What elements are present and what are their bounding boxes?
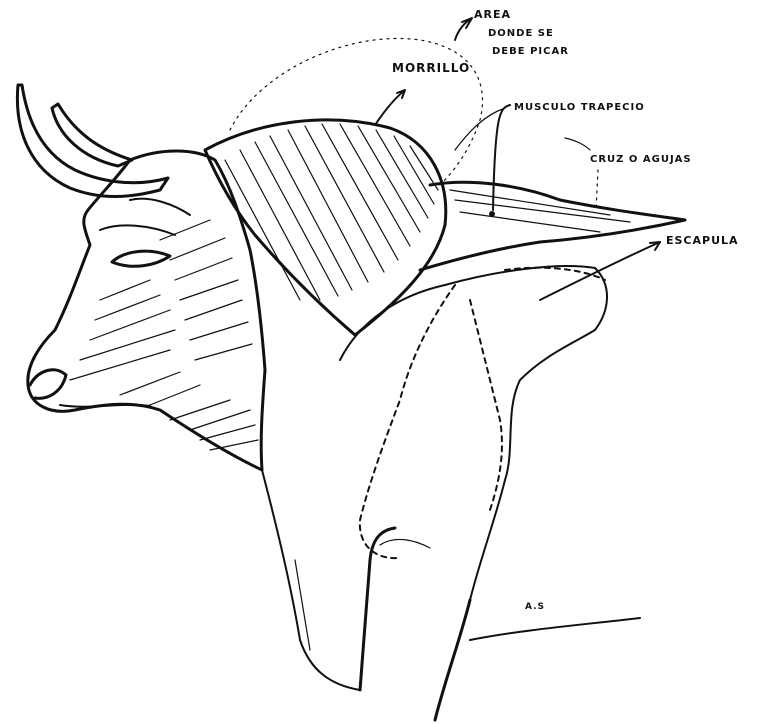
- label-escapula: ESCAPULA: [666, 234, 739, 247]
- label-musculo-trapecio: MUSCULO TRAPECIO: [514, 102, 645, 113]
- escapula-arrow: [540, 242, 660, 300]
- label-debe-picar: DEBE PICAR: [492, 46, 569, 57]
- label-cruz-o-agujas: CRUZ O AGUJAS: [590, 154, 692, 165]
- horns: [17, 85, 168, 197]
- morrillo-arrow: [375, 90, 405, 125]
- bull-muzzle: [30, 370, 66, 399]
- right-horn: [52, 104, 132, 166]
- trapecio-leader: [493, 105, 510, 210]
- morrillo-muscle: [205, 120, 446, 335]
- trapecio-muscle: [420, 182, 685, 270]
- cruz-leader: [596, 170, 598, 210]
- bull-eye: [112, 251, 170, 266]
- label-donde-se: DONDE SE: [488, 28, 554, 39]
- label-morrillo: MORRILLO: [392, 61, 470, 75]
- labels: AREA DONDE SE DEBE PICAR MORRILLO MUSCUL…: [392, 8, 739, 612]
- body-outline: [262, 470, 640, 720]
- area-arrow: [455, 18, 472, 40]
- artist-signature: A.S: [525, 602, 545, 612]
- label-area: AREA: [474, 8, 511, 21]
